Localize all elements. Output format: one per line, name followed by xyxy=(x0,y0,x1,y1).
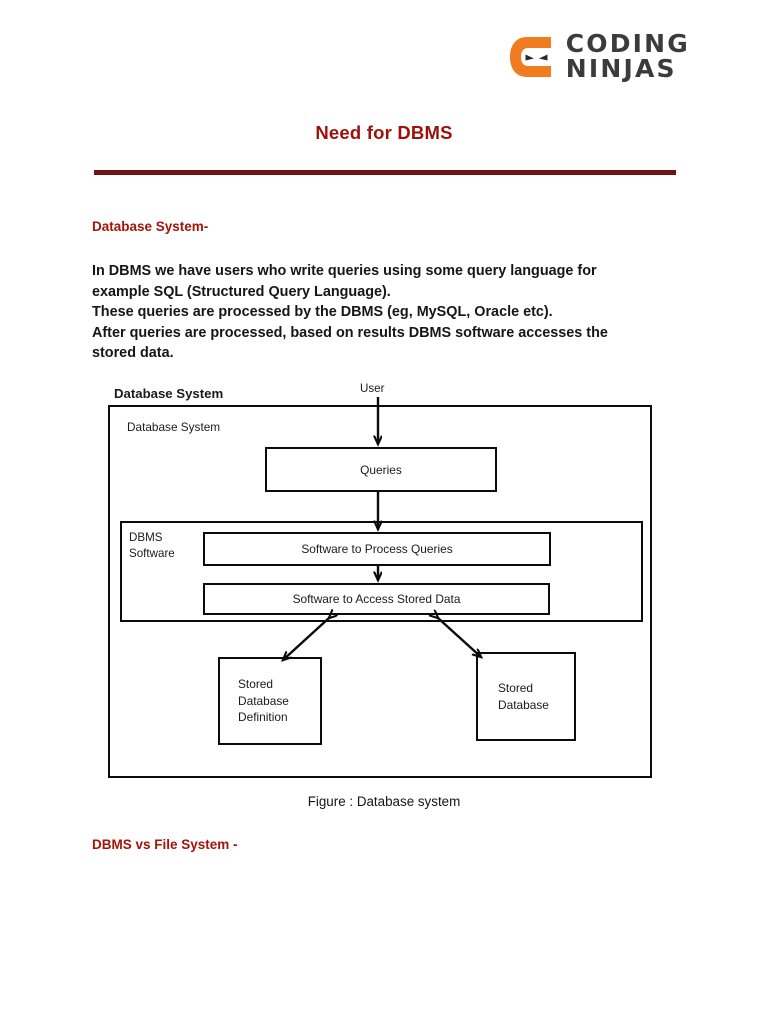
diagram-box-access-stored-data-text: Software to Access Stored Data xyxy=(292,592,461,606)
section-heading-dbms-vs-file-system: DBMS vs File System - xyxy=(92,837,238,852)
diagram-box-stored-database-text: Stored Database xyxy=(498,681,549,712)
logo-line-ninjas: NINJAS xyxy=(565,53,677,83)
diagram-inner-label: Database System xyxy=(127,420,221,434)
title-divider xyxy=(94,170,676,175)
body-line-1: In DBMS we have users who write queries … xyxy=(92,263,597,300)
body-paragraph: In DBMS we have users who write queries … xyxy=(92,261,652,364)
page-title: Need for DBMS xyxy=(315,122,453,143)
diagram-box-queries-text: Queries xyxy=(360,462,402,477)
diagram-box-stored-database-definition-text: Stored Database Definition xyxy=(238,677,289,725)
coding-ninjas-logo: CODING NINJAS xyxy=(507,29,690,83)
diagram-box-process-queries-text: Software to Process Queries xyxy=(301,542,453,556)
body-line-2: These queries are processed by the DBMS … xyxy=(92,304,553,321)
diagram-box-stored-database-definition xyxy=(218,657,322,745)
section-heading-database-system: Database System- xyxy=(92,219,209,234)
diagram-outer-caption: Database System xyxy=(114,386,224,401)
diagram-user-label: User xyxy=(360,382,385,395)
diagram-dbms-software-label: DBMS Software xyxy=(129,531,175,560)
logo-wordmark: CODING NINJAS xyxy=(565,29,690,83)
diagram-box-stored-database xyxy=(476,652,576,741)
figure-caption: Figure : Database system xyxy=(307,794,461,809)
diagram-box-queries xyxy=(265,447,497,492)
coding-ninjas-c-mark-icon xyxy=(507,33,555,81)
diagram-box-access-stored-data xyxy=(203,583,550,615)
diagram-box-database-system xyxy=(108,405,652,778)
diagram-box-process-queries xyxy=(203,532,551,566)
body-line-3: After queries are processed, based on re… xyxy=(92,324,608,362)
logo-line-coding: CODING xyxy=(565,29,690,58)
